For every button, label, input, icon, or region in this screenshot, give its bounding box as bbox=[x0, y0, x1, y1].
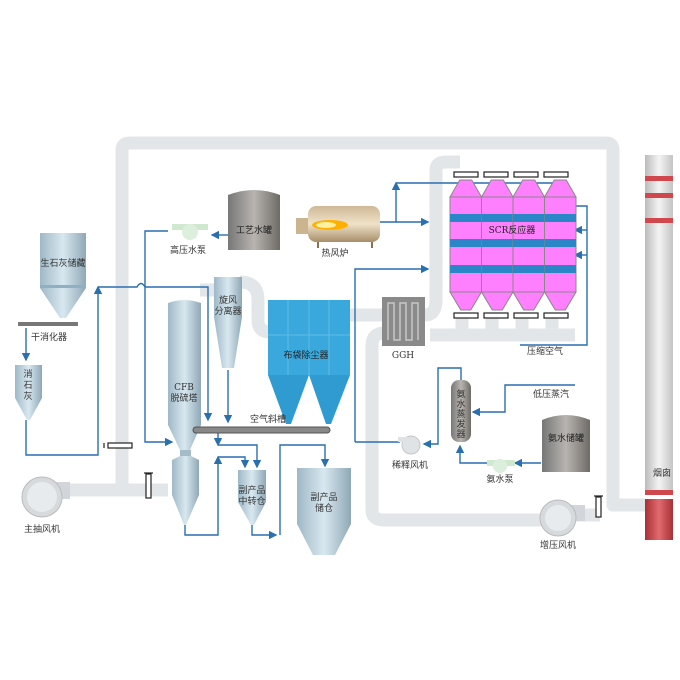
low-pressure-steam-label: 低压蒸汽 bbox=[533, 388, 569, 400]
chimney-label: 烟囱 bbox=[653, 467, 671, 479]
hot-air-furnace-label: 热风炉 bbox=[321, 247, 348, 259]
cyclone-label-2: 分离器 bbox=[214, 305, 241, 317]
catalyst-layer bbox=[481, 214, 513, 222]
flow-lines bbox=[21, 181, 588, 540]
scr-bottom-hopper bbox=[449, 291, 483, 311]
ammonia-evaporator: 氨 水 蒸 发 器 bbox=[451, 380, 471, 442]
air-slide: 空气斜槽 bbox=[192, 413, 331, 434]
catalyst-layer bbox=[513, 265, 545, 273]
slaked-lime-label-3: 灰 bbox=[23, 390, 32, 402]
slaked-lime-bin: 消 石 灰 bbox=[15, 365, 42, 420]
evaporator-label-5: 器 bbox=[456, 429, 465, 440]
scr-reactor-label: SCR反应器 bbox=[489, 224, 536, 236]
ggh-label: GGH bbox=[392, 351, 414, 361]
evaporator-label-4: 发 bbox=[456, 418, 465, 430]
byproduct-storage-label-1: 副产品 bbox=[310, 491, 337, 503]
cfb-tower: CFB 脱硫塔 bbox=[168, 300, 201, 525]
ammonia-tank: 氨水储罐 bbox=[542, 415, 590, 472]
evaporator-label-1: 氨 bbox=[456, 388, 465, 400]
high-pressure-pump-label: 高压水泵 bbox=[170, 244, 206, 256]
ammonia-tank-label: 氨水储罐 bbox=[548, 432, 584, 444]
main-fan-label: 主抽风机 bbox=[24, 523, 60, 535]
byproduct-transfer-label-2: 中转仓 bbox=[238, 495, 265, 507]
catalyst-layer bbox=[544, 214, 576, 222]
byproduct-transfer-label-1: 副产品 bbox=[238, 484, 265, 496]
catalyst-layer bbox=[481, 239, 513, 247]
catalyst-layer bbox=[450, 239, 482, 247]
scr-reactor bbox=[449, 179, 577, 311]
scr-bottom-hopper bbox=[480, 291, 514, 311]
bag-filter: 布袋除尘器 bbox=[268, 300, 350, 424]
scr-bottom-hopper bbox=[512, 291, 546, 311]
byproduct-storage-silo: 副产品 储仓 bbox=[297, 468, 351, 555]
damper-valves bbox=[103, 171, 603, 518]
scr-bottom-hopper bbox=[543, 291, 577, 311]
cyclone-separator: 旋风 分离器 bbox=[214, 277, 242, 368]
ammonia-pump: 氨水泵 bbox=[486, 459, 515, 485]
dry-digester-label: 干消化器 bbox=[31, 331, 67, 343]
compressed-air-label: 压缩空气 bbox=[527, 345, 563, 357]
byproduct-storage-label-2: 储仓 bbox=[315, 502, 333, 514]
booster-fan: 增压风机 bbox=[539, 499, 585, 551]
dry-digester: 干消化器 bbox=[18, 322, 78, 343]
cyclone-label-1: 旋风 bbox=[219, 294, 237, 306]
main-fan: 主抽风机 bbox=[21, 476, 70, 535]
slaked-lime-label-2: 石 bbox=[23, 381, 32, 391]
bag-filter-label: 布袋除尘器 bbox=[283, 349, 328, 361]
catalyst-layer bbox=[450, 265, 482, 273]
process-water-tank-label: 工艺水罐 bbox=[236, 224, 272, 236]
catalyst-layer bbox=[544, 265, 576, 273]
catalyst-layer bbox=[513, 239, 545, 247]
air-slide-label: 空气斜槽 bbox=[250, 413, 286, 425]
dilution-fan: 稀释风机 bbox=[392, 435, 428, 471]
process-water-tank: 工艺水罐 bbox=[228, 190, 280, 250]
chimney: 烟囱 bbox=[645, 155, 673, 540]
booster-fan-label: 增压风机 bbox=[540, 539, 576, 551]
ammonia-pump-label: 氨水泵 bbox=[486, 473, 513, 485]
flue-gas-pipes bbox=[60, 136, 645, 527]
evaporator-label-3: 蒸 bbox=[456, 408, 465, 420]
evaporator-label-2: 水 bbox=[456, 398, 465, 410]
catalyst-layer bbox=[544, 239, 576, 247]
high-pressure-pump: 高压水泵 bbox=[170, 224, 208, 256]
catalyst-layer bbox=[450, 214, 482, 222]
lime-silo: 生石灰储藏 bbox=[40, 233, 86, 318]
catalyst-layer bbox=[513, 214, 545, 222]
byproduct-transfer-silo: 副产品 中转仓 bbox=[238, 470, 266, 525]
lime-silo-label: 生石灰储藏 bbox=[40, 257, 85, 269]
cfb-tower-label-2: 脱硫塔 bbox=[170, 392, 197, 404]
cfb-tower-label-1: CFB bbox=[174, 383, 194, 393]
ggh-heat-exchanger: GGH bbox=[382, 297, 425, 361]
slaked-lime-label-1: 消 bbox=[23, 368, 32, 380]
hot-air-furnace: 热风炉 bbox=[296, 206, 380, 259]
dilution-fan-label: 稀释风机 bbox=[392, 459, 428, 471]
catalyst-layer bbox=[481, 265, 513, 273]
